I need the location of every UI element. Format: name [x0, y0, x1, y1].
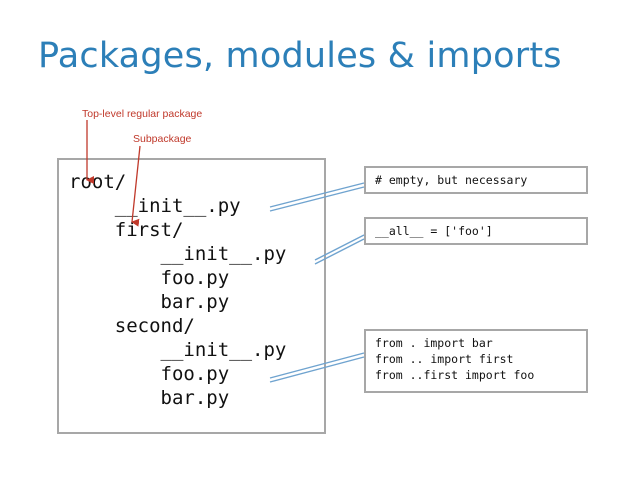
- note-root-init: # empty, but necessary: [364, 166, 588, 194]
- tree-line-root: root/: [69, 171, 127, 193]
- tree-line-second-bar: bar.py: [69, 387, 230, 409]
- package-tree: root/ __init__.py first/ __init__.py foo…: [57, 158, 326, 434]
- subpackage-label: Subpackage: [133, 133, 192, 145]
- tree-line-first: first/: [69, 219, 184, 241]
- tree-line-second-init: __init__.py: [69, 339, 287, 361]
- note-second-foo-line-3: from ..first import foo: [375, 368, 535, 382]
- tree-line-first-foo: foo.py: [69, 267, 230, 289]
- tree-line-first-bar: bar.py: [69, 291, 230, 313]
- note-second-foo-line-1: from . import bar: [375, 336, 493, 350]
- note-second-foo-line-2: from .. import first: [375, 352, 514, 366]
- note-second-foo: from . import bar from .. import first fro…: [364, 329, 588, 393]
- tree-line-root-init: __init__.py: [69, 195, 241, 217]
- tree-line-second: second/: [69, 315, 195, 337]
- tree-line-first-init: __init__.py: [69, 243, 287, 265]
- tree-line-second-foo: foo.py: [69, 363, 230, 385]
- top-level-package-label: Top-level regular package: [82, 108, 203, 120]
- slide-title: Packages, modules & imports: [38, 36, 562, 76]
- note-first-init: __all__ = ['foo']: [364, 217, 588, 245]
